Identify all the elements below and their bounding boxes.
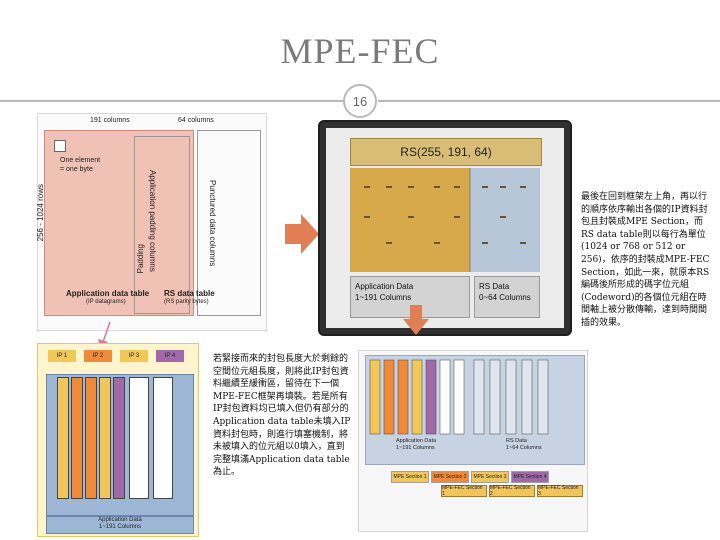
rs-matrix-figure: RS(255, 191, 64) [318,120,572,336]
fig3-footer-cols: 1~191 Columns [98,524,142,530]
ip-box-4: IP 4 [156,350,184,362]
arrow-right-icon [285,214,319,254]
datagram-column [99,377,111,499]
datagram-column [85,377,97,499]
app-data-label: Application Data [355,282,414,291]
ip-box-3: IP 3 [120,350,148,362]
app-data-cols: 1~191 Columns [355,293,412,302]
arrow-down-icon [403,305,429,335]
mpe-fec-frame-figure: 191 columns 64 columns One element = one… [36,113,267,331]
padding-column [129,377,149,499]
fig4-frame-area: Application Data 1~191 Columns RS Data 1… [365,355,585,465]
fig3-footer-label: Application Data [98,517,142,523]
title-rule-left [0,100,343,102]
page-number: 16 [343,84,377,118]
app-table-label: Application data table [66,289,150,298]
ip-box-1: IP 1 [48,350,76,362]
title-rule-right [378,100,720,102]
cols-left-label: 191 columns [90,117,130,124]
app-table-sub: (IP datagrams) [86,299,126,305]
ip-datagram-filling-figure: IP 1 IP 2 IP 3 IP 4 Application Data 1~1… [37,343,199,537]
mpe-section-2: MPE Section 2 [431,471,469,483]
rs-data-footer: RS Data 0~64 Columns [474,276,540,318]
rs-data-table [197,130,261,316]
mpe-fec-section-1: MPE-FEC Section 1 [441,485,487,497]
fig4-app-text: Application Data [396,438,437,444]
cols-right-label: 64 columns [178,117,214,124]
mpe-fec-section-2: MPE-FEC Section 2 [489,485,535,497]
mpe-section-3: MPE Section 3 [471,471,509,483]
ip-box-2: IP 2 [84,350,112,362]
fig4-rs-label: RS Data 1~64 Columns [506,438,542,452]
slide-title: MPE-FEC [280,31,440,71]
padding-area [134,136,190,314]
punctured-label: Punctured data columns [208,180,217,267]
padding-label: Padding [136,244,145,274]
rows-label: 256 - 1024 rows [36,184,45,242]
one-byte-cell [54,140,66,152]
app-padding-label: Application padding columns [148,170,157,272]
rs-table-sub: (RS parity bytes) [164,299,209,305]
application-data-table [44,130,194,316]
mpe-section-1: MPE Section 1 [391,471,429,483]
one-element-note: One element = one byte [60,157,101,173]
mpe-fec-section-3: MPE-FEC Section 3 [537,485,583,497]
explanation-paragraph-right: 最後在回到框架左上角，再以行的順序依序輸出各個的IP資料封包且封裝成MPE Se… [581,192,710,328]
rs-data-cols: 0~64 Columns [479,293,531,302]
rs-data-label: RS Data [479,282,510,291]
explanation-paragraph-middle: 若緊接而來的封包長度大於剩餘的空間位元組長度，則將此IP封包資料繼續至緩衝區，留… [213,354,351,478]
fig4-columns [369,359,549,435]
rs-grid [350,168,540,272]
fig4-app-label: Application Data 1~191 Columns [396,438,436,452]
fig4-rs-text: RS Data [506,438,527,444]
fig4-rs-cols: 1~64 Columns [506,445,542,451]
ip-frame-area [46,374,194,516]
mpe-section-4: MPE Section 4 [511,471,549,483]
padding-column [153,377,173,499]
mpe-section-figure: Application Data 1~191 Columns RS Data 1… [358,350,588,532]
datagram-column [57,377,69,499]
rs-header: RS(255, 191, 64) [350,138,542,166]
rs-matrix-panel: RS(255, 191, 64) [326,128,564,328]
fig4-app-cols: 1~191 Columns [396,445,435,451]
datagram-column [113,377,125,499]
datagram-column [71,377,83,499]
rs-table-label: RS data table [164,289,215,298]
fig3-footer: Application Data 1~191 Columns [46,516,194,534]
